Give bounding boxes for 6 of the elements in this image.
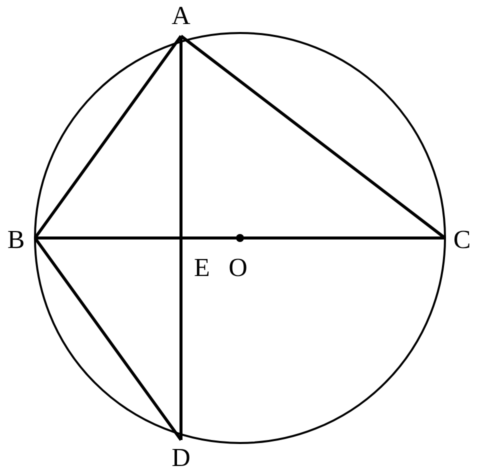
point-label: C — [453, 227, 471, 253]
point-label: O — [228, 255, 248, 281]
point-label: D — [172, 445, 190, 471]
point-label: A — [172, 3, 190, 29]
point-label: B — [7, 227, 25, 253]
point-label: E — [194, 255, 210, 281]
